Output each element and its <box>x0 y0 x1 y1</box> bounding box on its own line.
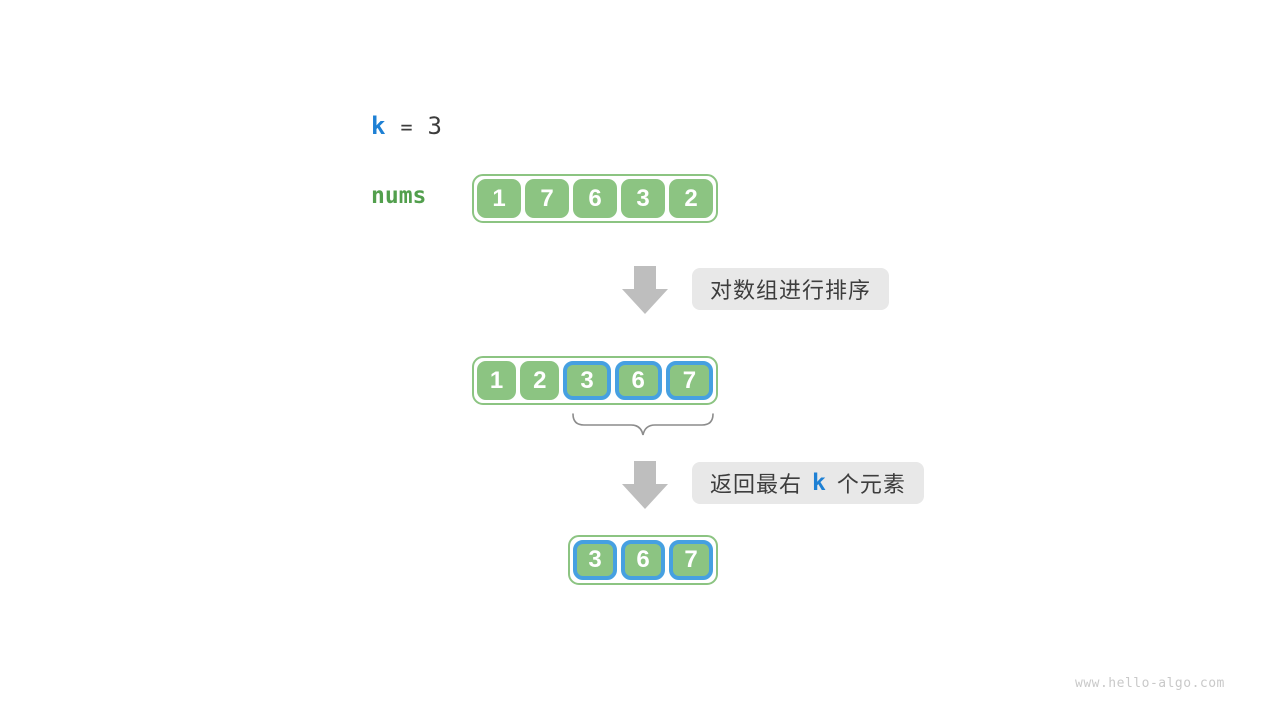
k-variable-name: k <box>371 112 386 140</box>
sort-step-text: 对数组进行排序 <box>710 278 872 303</box>
array-cell: 2 <box>669 179 713 218</box>
nums-label: nums <box>371 183 427 209</box>
array-cell: 1 <box>477 361 517 400</box>
return-step-text-suffix: 个元素 <box>836 472 906 497</box>
array-cell: 7 <box>525 179 569 218</box>
return-step-label: 返回最右 k 个元素 <box>692 462 924 504</box>
array-cell-highlighted: 3 <box>563 361 611 400</box>
array-cell-highlighted: 3 <box>573 540 617 580</box>
array-cell: 6 <box>573 179 617 218</box>
array-original: 1 7 6 3 2 <box>472 174 718 223</box>
k-assignment: k = 3 <box>371 112 442 140</box>
down-arrow-icon <box>622 461 668 509</box>
array-sorted: 1 2 3 6 7 <box>472 356 718 405</box>
underbrace-icon <box>572 413 714 436</box>
k-value: 3 <box>427 112 442 140</box>
down-arrow-icon <box>622 266 668 314</box>
array-cell-highlighted: 6 <box>621 540 665 580</box>
return-step-text-prefix: 返回最右 <box>710 472 803 497</box>
array-result: 3 6 7 <box>568 535 718 585</box>
array-cell-highlighted: 7 <box>669 540 713 580</box>
return-step-k: k <box>812 470 827 496</box>
sort-step-label: 对数组进行排序 <box>692 268 890 310</box>
watermark: www.hello-algo.com <box>1075 676 1225 691</box>
array-cell: 1 <box>477 179 521 218</box>
array-cell-highlighted: 6 <box>614 361 662 400</box>
array-cell: 3 <box>621 179 665 218</box>
equals-sign: = <box>400 115 413 139</box>
array-cell: 2 <box>520 361 560 400</box>
array-cell-highlighted: 7 <box>665 361 714 400</box>
